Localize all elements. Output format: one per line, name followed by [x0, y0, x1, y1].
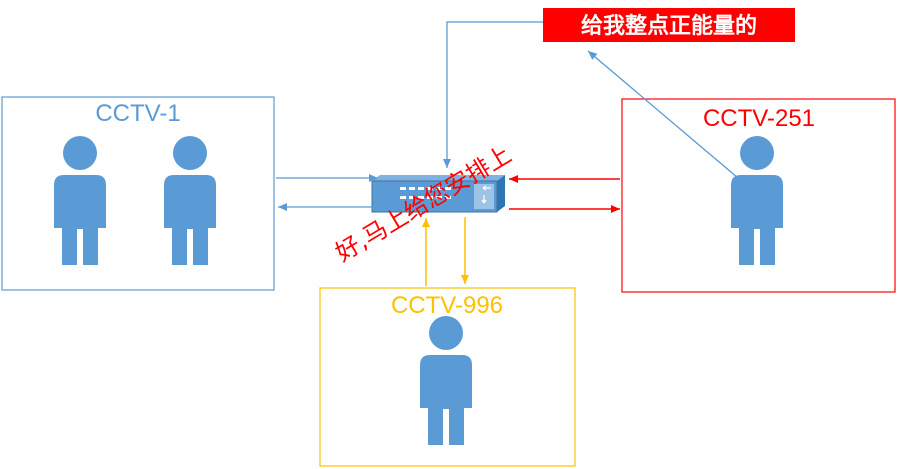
callout-background: [543, 8, 795, 42]
group-cctv-996-frame: [319, 287, 576, 467]
person-icon: [420, 316, 472, 445]
group-cctv-251-frame: [621, 98, 896, 293]
person-icon: [54, 136, 106, 265]
callout-text: 给我整点正能量的: [581, 13, 757, 39]
group-cctv-1-label: CCTV-1: [95, 100, 180, 127]
network-switch-icon: [371, 175, 505, 213]
arrow-person-to-callout: [587, 50, 739, 179]
group-cctv-1-frame: [1, 96, 275, 291]
group-cctv-251: CCTV-251: [621, 98, 896, 293]
callout-banner: 给我整点正能量的: [543, 8, 795, 42]
group-cctv-251-label: CCTV-251: [703, 105, 815, 132]
group-cctv-1: CCTV-1: [1, 96, 275, 291]
arrow-callout-to-switch: [443, 21, 543, 168]
group-cctv-996: CCTV-996: [319, 287, 576, 467]
person-icon: [164, 136, 216, 265]
group-cctv-996-label: CCTV-996: [391, 292, 503, 319]
person-icon: [731, 136, 783, 265]
